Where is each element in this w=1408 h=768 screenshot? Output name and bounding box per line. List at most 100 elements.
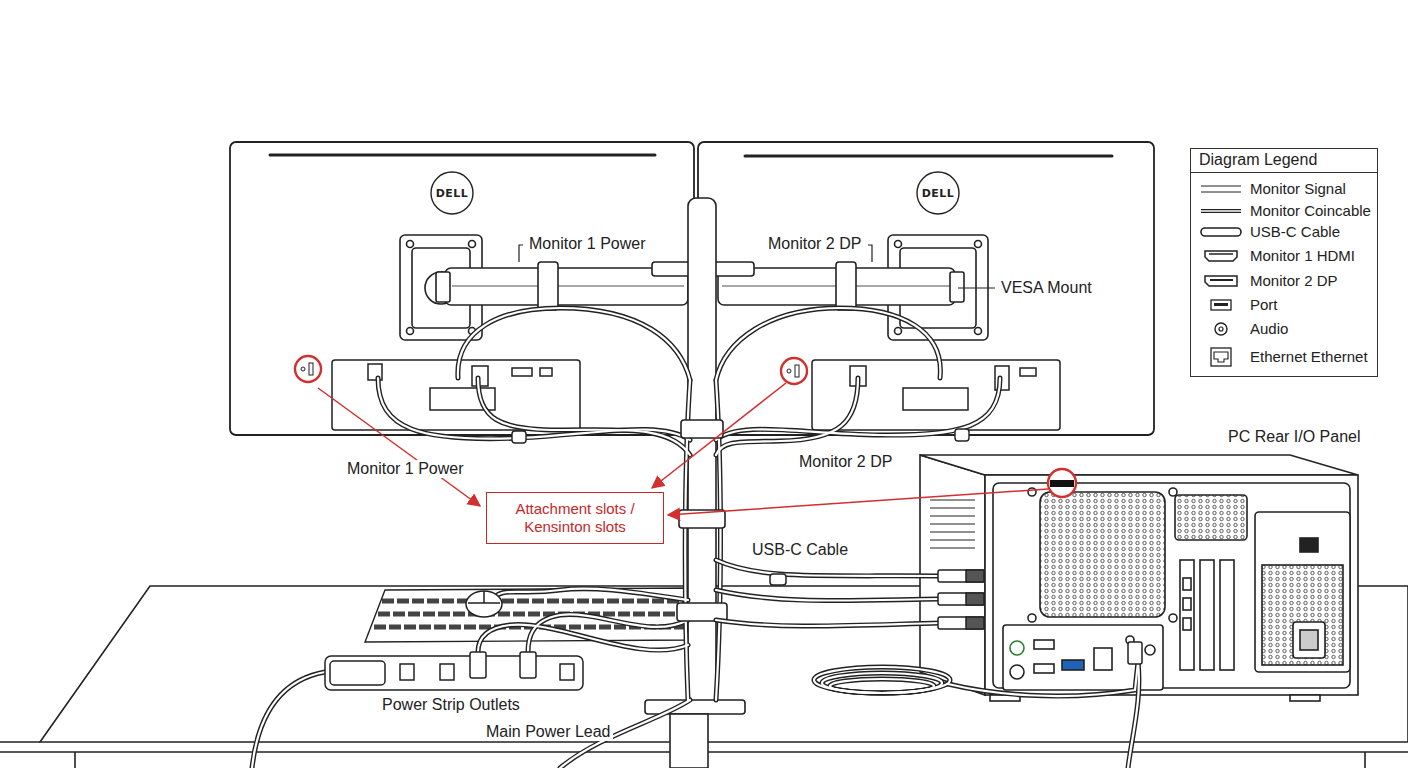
power-strip (400, 664, 414, 680)
stand-pole (688, 198, 716, 703)
mouse (468, 591, 500, 603)
kensington-slot-marker (295, 356, 321, 382)
callout-arrow (668, 489, 1048, 515)
pc-tower (1180, 560, 1194, 670)
ferrite-bead (512, 429, 969, 443)
legend-swatch (1211, 348, 1231, 366)
callout-arrow (318, 388, 480, 506)
legend-swatch (1199, 201, 1243, 221)
legend-swatch (1201, 186, 1241, 192)
legend-swatch (1205, 276, 1237, 286)
leader-line (868, 245, 872, 262)
mouse (466, 591, 502, 617)
legend-text: Monitor 2 DP (1250, 272, 1338, 290)
cable-plug (938, 570, 984, 582)
legend-swatch (1199, 319, 1243, 339)
ferrite-bead (955, 429, 969, 441)
legend-swatch (1211, 300, 1231, 310)
monitor (698, 142, 1154, 435)
vesa-plate (895, 328, 902, 335)
vesa-plate (975, 328, 982, 335)
vesa-plate (469, 241, 476, 248)
legend-swatch (1214, 303, 1228, 306)
leader-line (958, 287, 995, 288)
power-strip (325, 656, 583, 690)
kensington-slot-marker (781, 358, 807, 384)
pc-tower (920, 455, 1358, 701)
monitor-arm (538, 262, 558, 310)
pc-tower (1255, 512, 1350, 672)
cable (716, 560, 1139, 768)
port-panel (540, 368, 552, 376)
pc-tower (1200, 560, 1214, 670)
cable-plug (966, 617, 984, 629)
legend-swatch (1214, 352, 1228, 362)
callout-box: Attachment slots / Kensinton slots (486, 492, 664, 544)
monitor (431, 172, 473, 214)
kensington-slot-marker (795, 365, 799, 377)
pc-tower (1010, 641, 1024, 655)
legend-text: Audio (1250, 320, 1288, 338)
kensington-slot-marker (1048, 469, 1076, 497)
cable-plug (966, 570, 984, 582)
power-strip (325, 652, 583, 690)
pc-tower (1034, 640, 1054, 649)
monitor (917, 172, 959, 214)
monitor-arm (452, 286, 684, 287)
cable-plug (770, 574, 786, 585)
legend-swatch (1199, 295, 1243, 315)
ferrite-bead (512, 431, 526, 443)
stand-pole (645, 198, 745, 768)
cable (252, 308, 1000, 768)
power-strip (330, 661, 385, 685)
cable (252, 308, 1000, 768)
pc-tower (1183, 598, 1191, 610)
pc-tower (1034, 664, 1054, 673)
legend-swatch (1199, 347, 1243, 367)
legend-text: Monitor 1 HDMI (1250, 247, 1355, 265)
pc-tower (1040, 492, 1165, 617)
cable-label: Monitor 1 Power (527, 235, 648, 253)
legend-swatch (1199, 179, 1243, 199)
monitor-arm (436, 272, 450, 302)
port-panel (1020, 368, 1036, 376)
port-panel (903, 388, 968, 410)
legend-text: USB-C Cable (1250, 223, 1340, 241)
legend-text: Monitor Coincable (1250, 202, 1371, 220)
part-label: Power Strip Outlets (380, 696, 522, 714)
legend-swatch (1215, 323, 1227, 335)
cable (252, 308, 1000, 768)
cable (716, 560, 1139, 768)
pc-tower (985, 475, 1358, 695)
pc-tower (1290, 695, 1320, 701)
kensington-slot-marker (309, 363, 313, 375)
pc-tower (930, 500, 975, 548)
legend-swatch (1201, 210, 1241, 211)
cable (716, 560, 1139, 768)
legend-swatch (1209, 253, 1233, 255)
power-strip (560, 664, 574, 680)
brand-logo: DELL (920, 187, 957, 200)
cable-label: Monitor 2 DP (797, 453, 894, 471)
legend-swatch (1205, 251, 1237, 261)
callout-arrow (318, 383, 1048, 515)
pc-tower (1293, 622, 1325, 658)
legend-swatch (1199, 222, 1243, 242)
pc-tower (920, 455, 1358, 475)
pc-tower (1183, 578, 1191, 590)
pc-tower (1262, 565, 1343, 665)
pc-tower (1145, 645, 1155, 655)
legend-swatch (1201, 209, 1241, 213)
cable-clamp (681, 420, 723, 438)
kensington-slot-marker (295, 356, 1076, 497)
legend-divider (1191, 172, 1377, 173)
cable-plug (1128, 642, 1142, 664)
cable-plug (938, 593, 984, 605)
vesa-plate (975, 241, 982, 248)
cable-plug (938, 617, 984, 629)
callout-text: Attachment slots / Kensinton slots (499, 500, 651, 536)
port-panel (512, 368, 532, 376)
